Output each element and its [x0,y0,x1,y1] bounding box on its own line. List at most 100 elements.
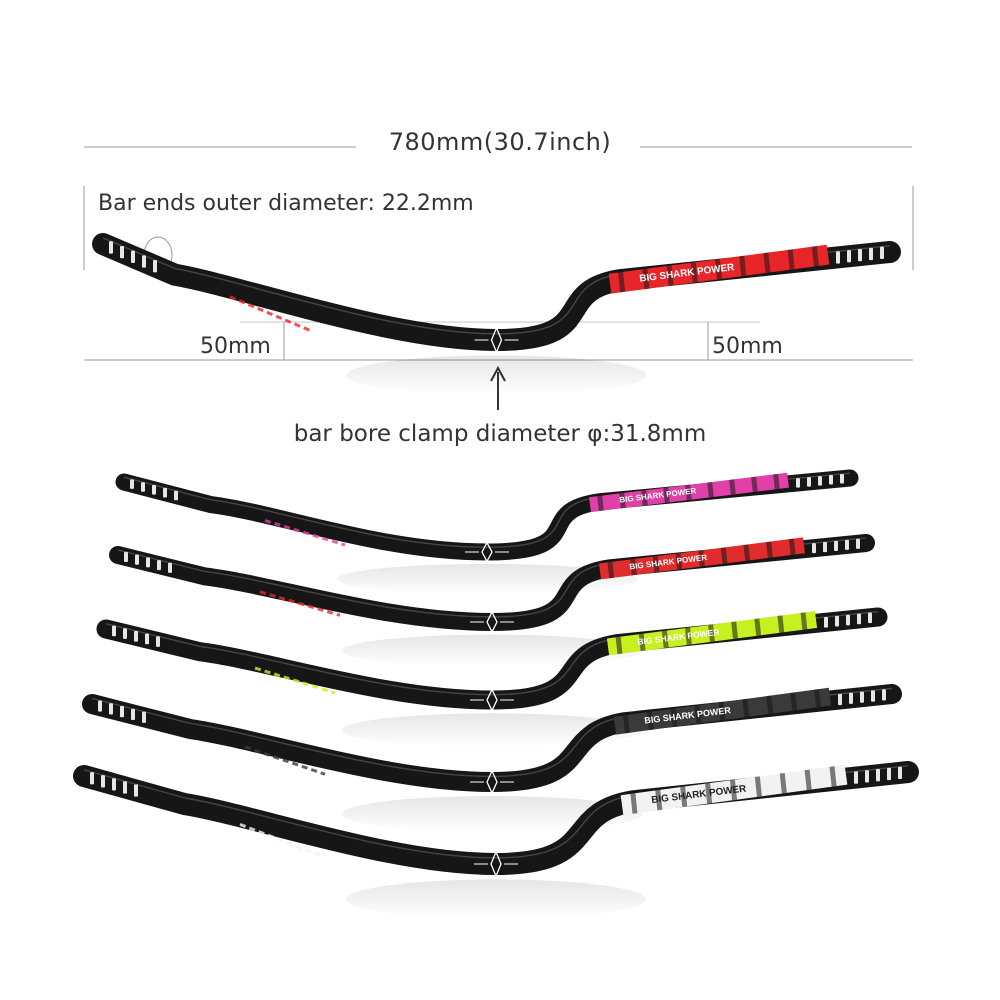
grip-dot [829,475,833,485]
accent-stripe [739,255,747,277]
accent-stripe [742,698,750,718]
overall-width-label: 780mm(30.7inch) [388,128,612,156]
bar-reflection [346,355,647,396]
clamp-mark-icon [490,850,502,878]
grip-dot [898,766,902,780]
grip-dot [882,689,886,701]
bar-body [109,534,875,632]
grip-dot [98,700,102,712]
accent-stripe [714,259,723,280]
accent-stripe [675,553,683,570]
accent-stripe [814,689,821,708]
grip-dot [156,636,160,647]
grip-dot [112,778,116,791]
handlebar-variant-red: BIG SHARK POWER [109,534,875,667]
grip-dot [124,551,128,563]
accent-stripe [670,708,678,727]
accent-left-graphic [229,295,311,332]
grip-dot [174,490,178,501]
bar-highlight [123,472,851,548]
grip-dot [887,767,891,781]
grip-dot [101,775,105,788]
grip-dot [109,703,113,715]
accent-stripe [623,714,630,734]
grip-dot [835,615,839,627]
accent-stripe [685,484,692,501]
accent-stripe [690,262,698,283]
accent-stripe [800,612,808,630]
accent-stripe [790,692,798,711]
grip-dot [807,477,811,487]
clamp-mark-icon [490,326,503,354]
grip-dot [836,251,840,264]
grip-dot [834,540,838,552]
bar-body [82,684,902,793]
grip-dot [812,543,816,554]
accent-stripe [788,538,796,556]
grip-dot [857,613,861,625]
main-handlebar: BIG SHARK POWER [92,233,901,396]
grip-dot [131,250,135,263]
clamp-mark-icon [486,769,498,795]
accent-stripe [642,268,650,290]
accent-stripe [630,793,638,814]
grip-dot [818,476,822,486]
grip-dot [123,781,127,794]
bar-highlight [83,765,909,859]
bar-reflection [342,634,642,667]
accent-stripe [804,769,812,791]
accent-left-graphic [244,745,326,776]
grip-dot [152,485,156,495]
bar-highlight [91,687,893,778]
accent-stripe [718,702,726,721]
accent-stripe [666,265,674,286]
accent-stripe [638,633,646,652]
handlebar-variant-green: BIG SHARK POWER [96,607,888,748]
accent-stripe [694,705,702,724]
bar-body [115,469,859,561]
accent-stripe [619,492,626,509]
accent-stripe [729,479,736,495]
grip-dot [146,557,150,568]
grip-dot [130,479,134,489]
accent-left-graphic [264,519,346,547]
accent-stripe [698,550,705,567]
grip-dot [142,711,146,723]
accent-stripe [652,556,660,573]
grip-dot [131,708,135,721]
grip-dot [120,706,124,718]
rise-left-label: 50mm [200,334,271,359]
rise-right-label: 50mm [712,334,783,359]
bar-highlight [105,610,879,696]
accent-stripe [773,473,780,490]
grip-dot [157,560,161,571]
grip-dot [880,246,884,259]
grip-dot [871,690,875,702]
accent-stripe [707,482,714,498]
accent-stripe [663,487,670,503]
grip-dot [847,250,851,263]
clamp-diameter-label: bar bore clamp diameter φ:31.8mm [293,421,707,447]
bar-body [96,607,888,710]
accent-stripe [811,246,819,267]
accent-stripe [751,476,758,493]
accent-stripe [641,490,648,506]
bar-reflection [346,879,646,919]
accent-stripe [729,779,738,801]
grip-dot [163,487,167,498]
grip-dot [858,248,862,262]
bar-ends-diameter-label: Bar ends outer diameter: 22.2mm [98,191,474,216]
grip-dot [860,691,864,703]
grip-dot [90,772,94,785]
bar-reflection [342,713,642,748]
grip-dot [109,241,113,254]
handlebar-variant-white: BIG SHARK POWER [73,761,919,919]
accent-stripe [766,541,773,558]
accent-stripe [615,636,623,655]
grip-dot [869,247,873,261]
grip-dot [134,630,138,642]
accent-stripe [754,618,762,636]
bar-highlight [117,537,867,618]
